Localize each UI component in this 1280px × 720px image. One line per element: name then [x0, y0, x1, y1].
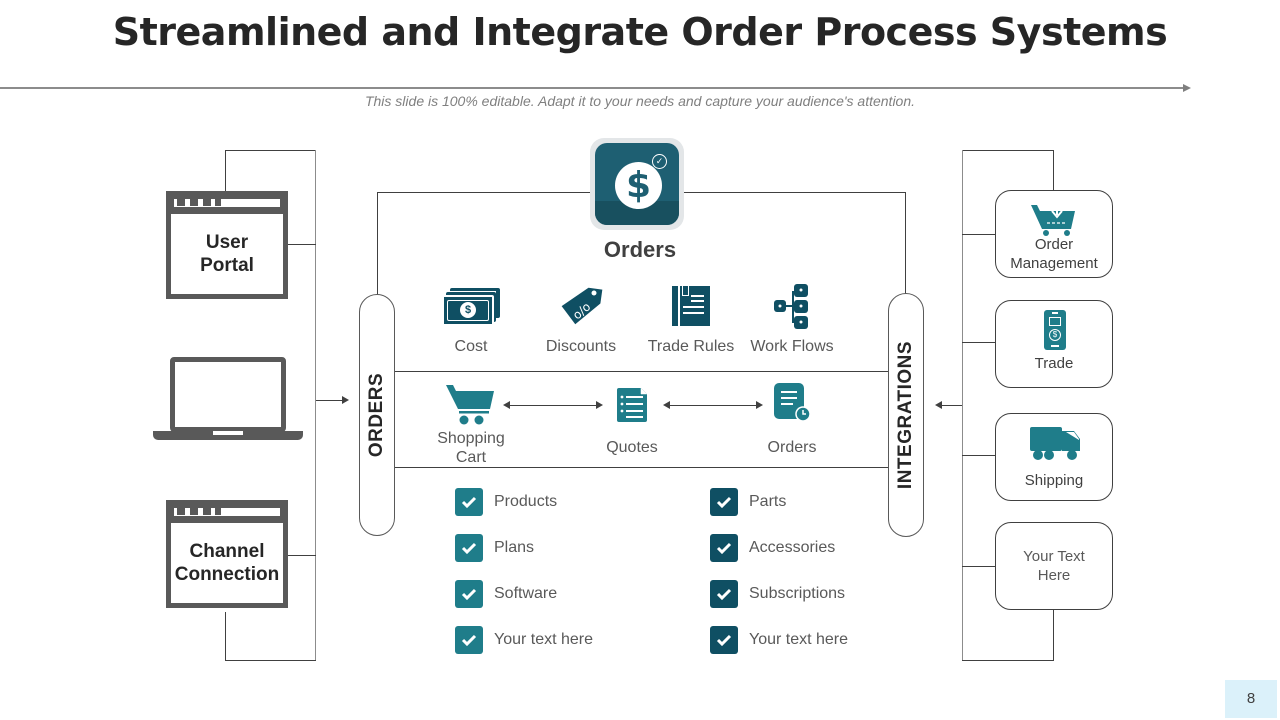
page-number: 8	[1225, 680, 1277, 718]
connector	[225, 150, 316, 151]
checklist-item[interactable]: Accessories	[710, 534, 835, 562]
arrow-left-icon	[663, 401, 670, 409]
page-title: Streamlined and Integrate Order Process …	[112, 10, 1168, 54]
shopping-cart-icon[interactable]	[446, 383, 496, 427]
checklist-item[interactable]: Products	[455, 488, 557, 516]
rule-book-icon[interactable]	[672, 286, 710, 326]
integrations-pill-label: INTEGRATIONS	[895, 340, 916, 490]
checklist-item[interactable]: Subscriptions	[710, 580, 845, 608]
checklist-item[interactable]: Software	[455, 580, 557, 608]
connector	[962, 566, 996, 567]
integrations-pill: INTEGRATIONS	[888, 293, 924, 537]
checkbox-checked-icon[interactable]	[455, 580, 483, 608]
integration-order-management[interactable]: Order Management	[995, 190, 1113, 278]
checklist-item[interactable]: Your text here	[455, 626, 593, 654]
row-divider	[394, 371, 889, 372]
money-bills-icon[interactable]: $	[442, 288, 500, 326]
connector	[225, 612, 226, 661]
mobile-dollar-icon: $	[1044, 310, 1066, 350]
connector	[225, 660, 316, 661]
user-portal-window[interactable]: User Portal	[166, 191, 288, 299]
integration-placeholder[interactable]: Your Text Here	[995, 522, 1113, 610]
work-flows-label: Work Flows	[750, 338, 834, 355]
quotes-label: Quotes	[606, 439, 658, 456]
orders-flow-label: Orders	[767, 439, 817, 456]
checklist-item[interactable]: Plans	[455, 534, 534, 562]
cost-label: Cost	[454, 338, 488, 355]
subtitle: This slide is 100% editable. Adapt it to…	[364, 93, 916, 109]
connector	[225, 150, 226, 192]
arrow-left-icon	[935, 401, 942, 409]
connector	[315, 150, 316, 661]
integration-trade[interactable]: $ Trade	[995, 300, 1113, 388]
orders-pill-label: ORDERS	[366, 372, 387, 458]
connector	[684, 192, 906, 193]
discount-tag-icon[interactable]: o/o	[560, 283, 604, 327]
trade-label: Trade	[1034, 355, 1074, 372]
shipping-label: Shipping	[1024, 472, 1084, 489]
laptop-icon[interactable]	[153, 357, 303, 441]
checklist-item[interactable]: Parts	[710, 488, 786, 516]
browser-window-icon	[171, 196, 283, 214]
connector	[316, 400, 342, 401]
trade-rules-label: Trade Rules	[647, 338, 735, 355]
row-divider	[394, 467, 889, 468]
orders-hub-icon[interactable]: $ ✓	[590, 138, 684, 230]
workflow-icon[interactable]	[774, 284, 810, 330]
connector	[962, 150, 963, 661]
truck-icon	[1030, 427, 1080, 461]
connector	[962, 342, 996, 343]
checkbox-checked-icon[interactable]	[710, 488, 738, 516]
connector	[377, 192, 594, 193]
connector	[1053, 150, 1054, 191]
connector	[942, 405, 962, 406]
channel-connection-window[interactable]: Channel Connection	[166, 500, 288, 608]
flow-arrow	[508, 405, 596, 406]
checkbox-checked-icon[interactable]	[455, 534, 483, 562]
checklist-item[interactable]: Your text here	[710, 626, 848, 654]
connector	[377, 192, 378, 295]
user-portal-label: User Portal	[200, 232, 254, 276]
connector	[962, 234, 996, 235]
connector	[288, 555, 316, 556]
orders-pill: ORDERS	[359, 294, 395, 536]
check-badge-icon: ✓	[652, 154, 667, 169]
quote-document-icon[interactable]	[617, 388, 647, 422]
cart-download-icon	[1031, 201, 1077, 237]
connector	[288, 244, 316, 245]
connector	[1053, 609, 1054, 661]
shopping-cart-label: Shopping Cart	[437, 430, 505, 466]
dollar-coin-icon: $	[615, 162, 662, 209]
integration-shipping[interactable]: Shipping	[995, 413, 1113, 501]
flow-arrow	[668, 405, 756, 406]
arrow-right-icon	[596, 401, 603, 409]
connector	[905, 192, 906, 294]
order-management-label: Order Management	[1010, 236, 1098, 272]
arrow-left-icon	[503, 401, 510, 409]
checkbox-checked-icon[interactable]	[710, 580, 738, 608]
checkbox-checked-icon[interactable]	[710, 534, 738, 562]
placeholder-label: Your Text Here	[1023, 548, 1085, 584]
checkbox-checked-icon[interactable]	[455, 626, 483, 654]
hub-label: Orders	[603, 237, 677, 262]
arrow-right-icon	[756, 401, 763, 409]
arrow-right-icon	[342, 396, 349, 404]
connector	[962, 150, 1053, 151]
header-divider	[0, 87, 1183, 89]
discounts-label: Discounts	[545, 338, 617, 355]
checkbox-checked-icon[interactable]	[710, 626, 738, 654]
order-document-clock-icon[interactable]	[774, 383, 812, 423]
channel-connection-label: Channel Connection	[174, 541, 280, 585]
connector	[962, 660, 1054, 661]
checkbox-checked-icon[interactable]	[455, 488, 483, 516]
divider-arrow-icon	[1183, 84, 1191, 92]
browser-window-icon	[171, 505, 283, 523]
connector	[962, 455, 996, 456]
